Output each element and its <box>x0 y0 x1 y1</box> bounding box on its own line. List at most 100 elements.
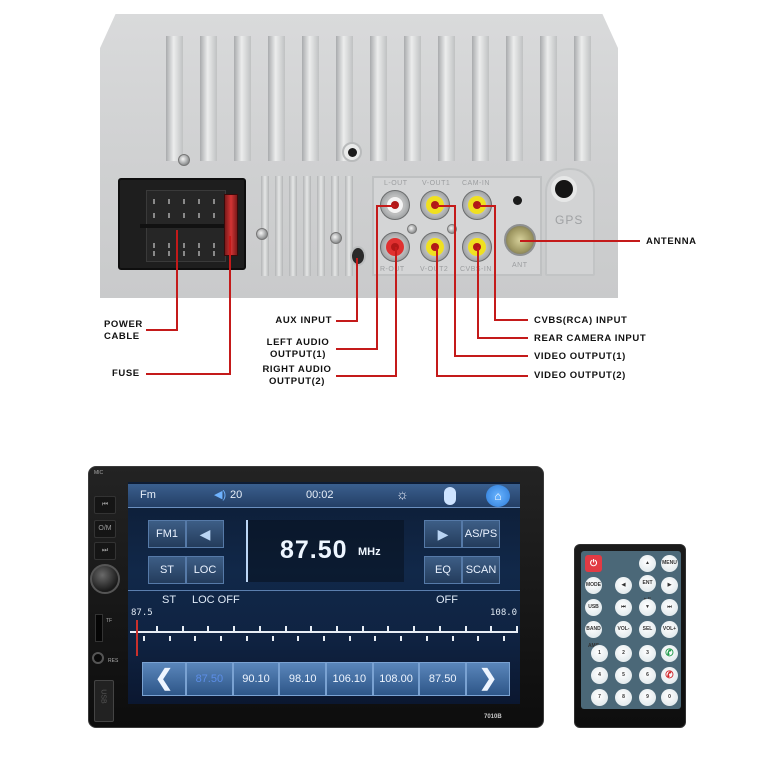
head-unit-side-panel: MIC ⏮ O/M ⏭ TF RES USB <box>88 466 124 728</box>
scan-button[interactable]: SCAN <box>462 556 500 584</box>
preset-button[interactable]: 87.50 <box>419 662 467 696</box>
fm1-band-button[interactable]: FM1 <box>148 520 186 548</box>
prev-track-button[interactable]: ⏮ <box>94 496 116 514</box>
scale-tick-major <box>156 626 158 631</box>
mode-button[interactable]: O/M <box>94 520 116 538</box>
divider <box>128 590 520 591</box>
connector-pin <box>198 199 200 204</box>
screw <box>330 232 342 244</box>
vent-slot <box>317 176 325 276</box>
scale-tick-minor <box>374 636 377 641</box>
rca-video-out2 <box>420 232 450 262</box>
heatsink-fin <box>472 36 489 161</box>
frequency-display: 87.50 MHz <box>246 520 404 582</box>
sel-button[interactable]: SEL <box>639 621 656 638</box>
engraving-v-out2: V-OUT2 <box>420 266 449 273</box>
down-button[interactable]: ▼ <box>639 599 656 616</box>
st-button[interactable]: ST <box>148 556 186 584</box>
engraving-ant: ANT <box>512 262 528 269</box>
enter-play-button[interactable]: ENT ▶II <box>639 575 656 603</box>
bluetooth-icon[interactable] <box>444 487 456 505</box>
band-ams-button[interactable]: BAND AMS <box>585 621 602 649</box>
preset-button[interactable]: 106.10 <box>326 662 373 696</box>
lead-right-audio <box>336 375 397 377</box>
lead-video-out2 <box>436 247 438 377</box>
loc-status: LOC OFF <box>192 594 240 606</box>
seek-forward-button[interactable]: ▶ <box>424 520 462 548</box>
digit-button[interactable]: 7 <box>591 689 608 706</box>
as-ps-button[interactable]: AS/PS <box>462 520 500 548</box>
scale-tick-major <box>310 626 313 631</box>
hangup-button[interactable]: ✆ <box>661 667 678 684</box>
screw <box>178 154 190 166</box>
right-button[interactable]: ▶ <box>661 577 678 594</box>
power-button[interactable]: ⏻ <box>585 555 602 572</box>
vol-minus-button[interactable]: VOL- <box>615 621 632 638</box>
connector-pin <box>213 213 215 218</box>
vent-slot <box>303 176 311 276</box>
digit-button[interactable]: 2 <box>615 645 632 662</box>
brightness-icon[interactable]: ☼ <box>396 486 409 502</box>
left-button[interactable]: ◀ <box>615 577 632 594</box>
connector-pin <box>183 213 185 218</box>
preset-button[interactable]: 90.10 <box>232 662 280 696</box>
volume-knob[interactable] <box>90 564 120 594</box>
touch-screen: Fm ◀) 20 00:02 ☼ ⌂ FM1 ◀ ST LOC 87.50 MH… <box>128 482 520 704</box>
prev-button[interactable]: ⏮ <box>615 599 632 616</box>
remote-keypad: ⏻ ▲ MENU MODE ◀ ENT ▶II ▶ USB SD ⏮ ▼ ⏭ B… <box>581 551 681 709</box>
digit-button[interactable]: 9 <box>639 689 656 706</box>
tf-card-slot[interactable] <box>95 614 103 642</box>
tuning-needle[interactable] <box>136 620 138 656</box>
connector-pin <box>168 199 170 204</box>
scale-tick-minor <box>220 636 223 641</box>
home-icon[interactable]: ⌂ <box>486 485 510 507</box>
tuning-scale[interactable] <box>130 631 518 633</box>
loc-button[interactable]: LOC <box>186 556 224 584</box>
preset-button[interactable]: 87.50 <box>186 662 233 696</box>
scale-tick-minor <box>425 636 428 641</box>
digit-button[interactable]: 3 <box>639 645 656 662</box>
lead-fuse <box>229 236 231 375</box>
mic-label: MIC <box>94 470 104 476</box>
lead-antenna <box>520 240 640 242</box>
vent-slot <box>261 176 269 276</box>
preset-button[interactable]: 108.00 <box>372 662 420 696</box>
up-button[interactable]: ▲ <box>639 555 656 572</box>
scale-tick-minor <box>503 636 505 641</box>
scale-tick-major <box>336 626 338 631</box>
next-button[interactable]: ⏭ <box>661 599 678 616</box>
digit-button[interactable]: 1 <box>591 645 608 662</box>
connector-pin <box>183 243 185 248</box>
scale-tick-minor <box>194 636 197 641</box>
eq-button[interactable]: EQ <box>424 556 462 584</box>
engraving-cvbs-in: CVBS-IN <box>460 266 492 273</box>
lead-cvbs <box>477 247 479 339</box>
preset-button[interactable]: 98.10 <box>279 662 327 696</box>
connector-pin <box>168 213 170 218</box>
source-label: Fm <box>140 489 156 501</box>
mode-button[interactable]: MODE <box>585 577 602 594</box>
lead-rear-camera <box>478 205 496 207</box>
digit-button[interactable]: 0 <box>661 689 678 706</box>
digit-button[interactable]: 8 <box>615 689 632 706</box>
next-track-button[interactable]: ⏭ <box>94 542 116 560</box>
label-video-out2: VIDEO OUTPUT(2) <box>534 370 626 381</box>
digit-button[interactable]: 5 <box>615 667 632 684</box>
stereo-controls: ST LOC <box>148 556 224 584</box>
vol-plus-button[interactable]: VOL+ <box>661 621 678 638</box>
heatsink-fin <box>404 36 421 161</box>
seek-back-button[interactable]: ◀ <box>186 520 224 548</box>
scale-tick-major <box>207 626 210 631</box>
preset-next-button[interactable]: ❯ <box>466 662 511 696</box>
scale-tick-minor <box>168 636 171 641</box>
digit-button[interactable]: 4 <box>591 667 608 684</box>
preset-prev-button[interactable]: ❮ <box>142 662 186 696</box>
front-aux-jack[interactable] <box>92 652 104 664</box>
call-button[interactable]: ✆ <box>661 645 678 662</box>
usb-sd-button[interactable]: USB SD <box>585 599 602 627</box>
usb-port-cover[interactable]: USB <box>94 680 114 722</box>
digit-button[interactable]: 6 <box>639 667 656 684</box>
menu-button[interactable]: MENU <box>661 555 678 572</box>
connector-pin <box>168 243 170 248</box>
screw <box>407 224 417 234</box>
